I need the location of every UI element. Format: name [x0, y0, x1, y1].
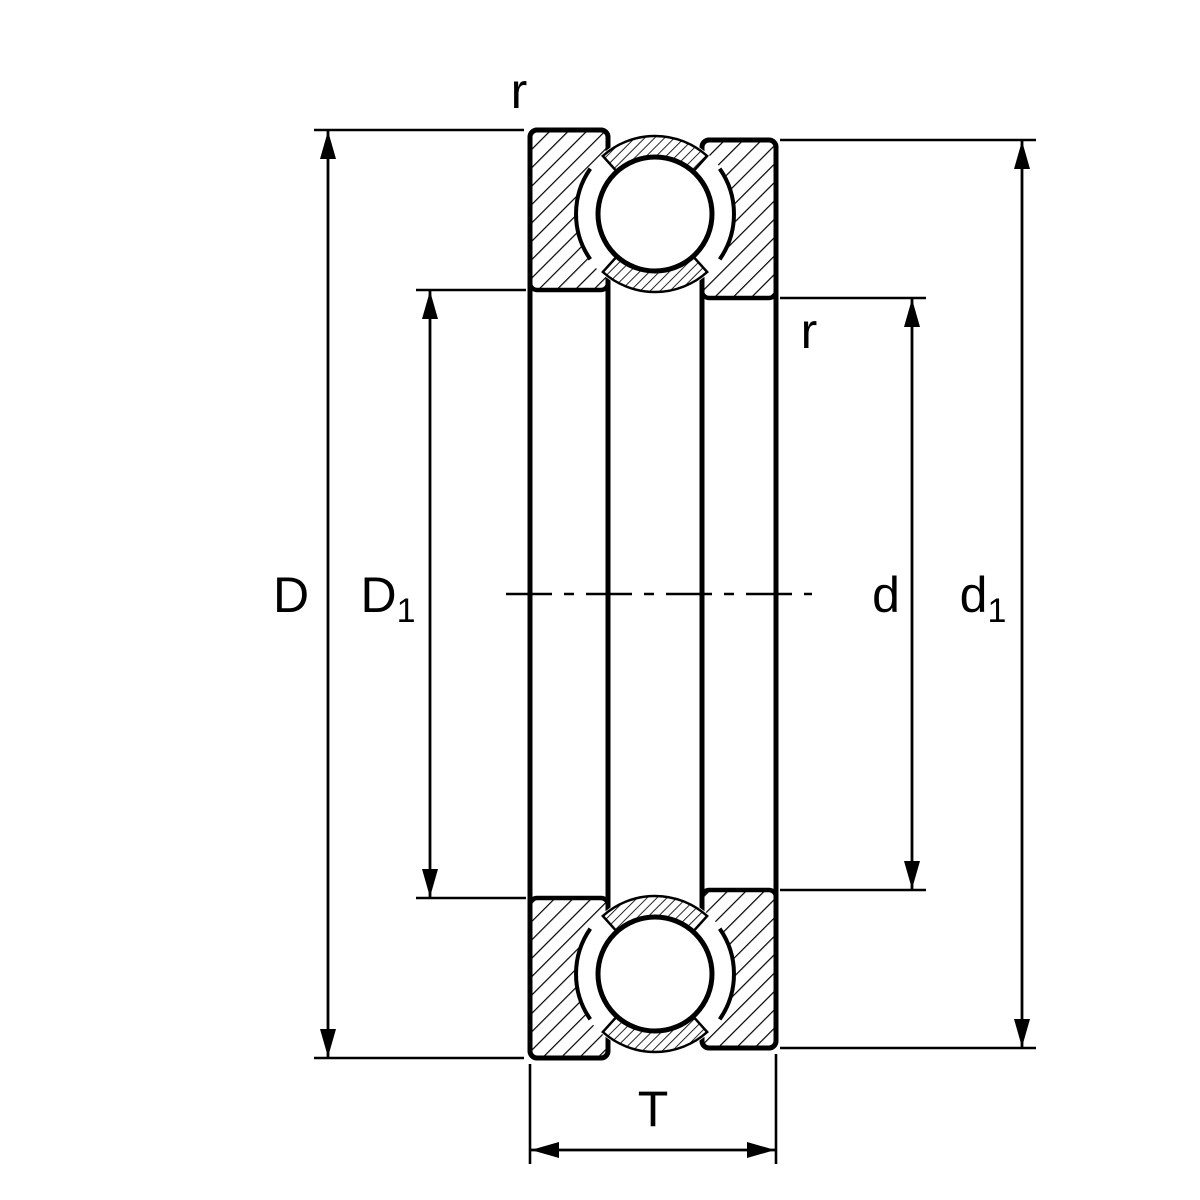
- top-cage-lower-section: [601, 254, 709, 294]
- label-shaft-bore-d: d: [872, 567, 900, 623]
- arrow-D1-bottom: [422, 869, 438, 897]
- bottom-cage-upper-section: [601, 894, 709, 934]
- arrow-D-bottom: [320, 1029, 336, 1057]
- label-washer-bore-D1-main: D: [360, 567, 396, 623]
- label-height-T: T: [638, 1081, 669, 1137]
- label-washer-bore-D1: D1: [360, 567, 415, 630]
- label-shaft-od-d1-sub: 1: [987, 592, 1006, 630]
- dimension-lines: [326, 131, 1024, 1152]
- label-shaft-od-d1-main: d: [960, 567, 988, 623]
- top-groove-arc-left: [574, 167, 592, 261]
- extension-lines: [314, 128, 1036, 1164]
- arrow-d-bottom: [904, 861, 920, 889]
- top-cage-upper-section: [601, 134, 709, 174]
- label-shaft-od-d1: d1: [960, 567, 1007, 630]
- arrow-T-left: [531, 1142, 559, 1158]
- bottom-groove-arc-left: [574, 927, 592, 1021]
- top-ball: [595, 154, 715, 274]
- label-radius-inner-r: r: [801, 303, 818, 359]
- dimension-labels: D D1 d d1 T r r: [273, 63, 1006, 1137]
- bottom-groove-arc-right: [718, 927, 736, 1021]
- bottom-cage-lower-section: [601, 1014, 709, 1054]
- bottom-ball-assembly: [574, 894, 736, 1054]
- top-groove-arc-right: [718, 167, 736, 261]
- label-outer-diameter-D: D: [273, 567, 309, 623]
- arrow-D-top: [320, 131, 336, 159]
- arrow-d-top: [904, 299, 920, 327]
- arrowheads: [320, 131, 1030, 1158]
- arrow-T-right: [747, 1142, 775, 1158]
- label-washer-bore-D1-sub: 1: [397, 592, 416, 630]
- arrow-d1-bottom: [1014, 1019, 1030, 1047]
- bottom-ball: [595, 914, 715, 1034]
- label-radius-top-r: r: [511, 63, 528, 119]
- arrow-D1-top: [422, 291, 438, 319]
- arrow-d1-top: [1014, 141, 1030, 169]
- top-ball-assembly: [574, 134, 736, 294]
